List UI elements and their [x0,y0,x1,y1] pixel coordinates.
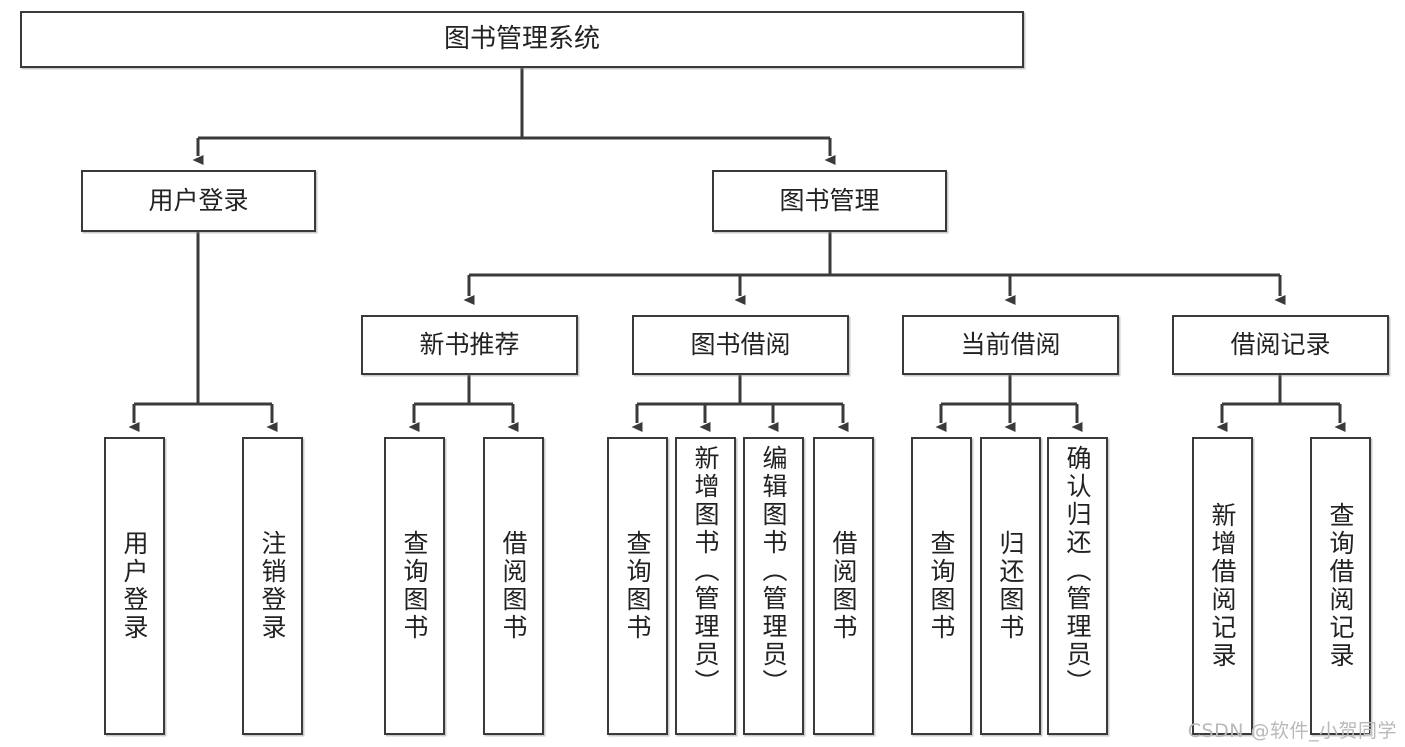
leaf-add-borrow-record-label: 新增借阅记录 [1208,502,1237,670]
node-current-borrowing-label: 当前借阅 [960,329,1061,359]
node-book-borrowing-label: 图书借阅 [690,329,791,359]
leaf-borrow-book-borrow-label: 借阅图书 [829,530,858,642]
leaf-return-book[interactable]: 归还图书 [980,437,1041,735]
leaf-return-book-label: 归还图书 [996,530,1025,642]
node-borrowing-record-label: 借阅记录 [1230,329,1331,359]
leaf-edit-book-admin-label: 编辑图书（管理员） [759,445,788,697]
leaf-query-book-recommend[interactable]: 查询图书 [384,437,445,735]
leaf-add-borrow-record[interactable]: 新增借阅记录 [1192,437,1253,735]
leaf-query-book-current[interactable]: 查询图书 [911,437,972,735]
node-new-book-recommendation[interactable]: 新书推荐 [361,315,578,375]
node-new-book-recommendation-label: 新书推荐 [419,329,520,359]
node-root-system-label: 图书管理系统 [443,23,600,54]
leaf-logout-label: 注销登录 [258,530,287,642]
node-user-login[interactable]: 用户登录 [81,170,316,232]
leaf-query-book-borrow-label: 查询图书 [623,530,652,642]
watermark-text: CSDN @软件_小贺同学 [1187,720,1397,742]
leaf-add-book-admin[interactable]: 新增图书（管理员） [675,437,736,735]
node-root-system[interactable]: 图书管理系统 [20,11,1024,68]
leaf-user-login-label: 用户登录 [120,530,149,642]
leaf-borrow-book-borrow[interactable]: 借阅图书 [813,437,874,735]
node-borrowing-record[interactable]: 借阅记录 [1172,315,1389,375]
leaf-query-borrow-record[interactable]: 查询借阅记录 [1310,437,1371,735]
leaf-user-login[interactable]: 用户登录 [104,437,165,735]
leaf-add-book-admin-label: 新增图书（管理员） [691,445,720,697]
leaf-logout[interactable]: 注销登录 [242,437,303,735]
leaf-query-book-borrow[interactable]: 查询图书 [607,437,668,735]
leaf-query-book-recommend-label: 查询图书 [400,530,429,642]
leaf-confirm-return-admin[interactable]: 确认归还（管理员） [1047,437,1108,735]
leaf-borrow-book-recommend-label: 借阅图书 [499,530,528,642]
node-book-borrowing[interactable]: 图书借阅 [632,315,849,375]
node-current-borrowing[interactable]: 当前借阅 [902,315,1119,375]
leaf-borrow-book-recommend[interactable]: 借阅图书 [483,437,544,735]
leaf-query-book-current-label: 查询图书 [927,530,956,642]
node-book-management-label: 图书管理 [779,185,880,215]
node-user-login-label: 用户登录 [148,185,249,215]
leaf-query-borrow-record-label: 查询借阅记录 [1326,502,1355,670]
leaf-confirm-return-admin-label: 确认归还（管理员） [1063,445,1092,697]
leaf-edit-book-admin[interactable]: 编辑图书（管理员） [743,437,804,735]
node-book-management[interactable]: 图书管理 [712,170,947,232]
